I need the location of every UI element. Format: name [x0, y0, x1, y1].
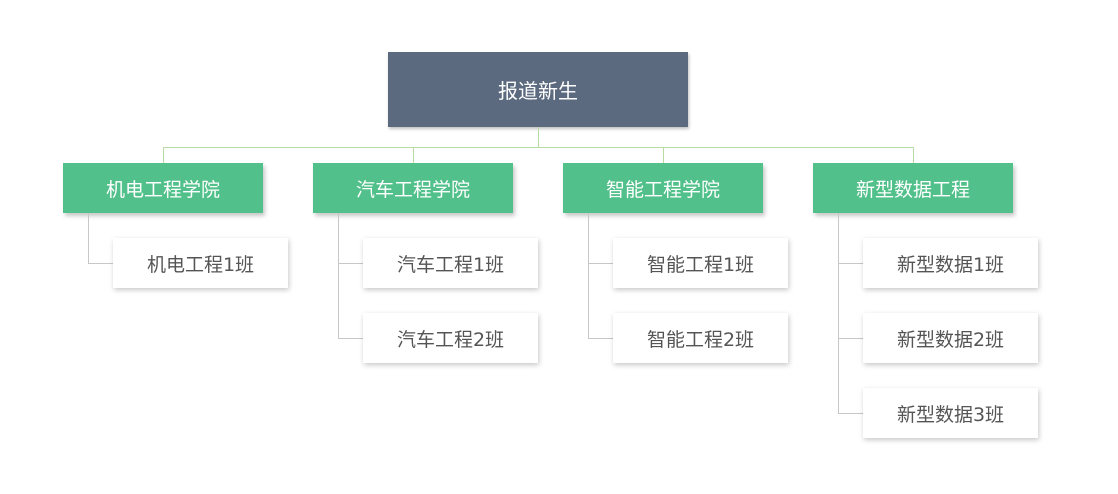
class-node-new-data-1: 新型数据1班 — [863, 238, 1038, 288]
connector-department-drop-2 — [413, 147, 414, 163]
branch-line-new-data-class-2 — [838, 338, 863, 339]
class-node-new-data-3: 新型数据3班 — [863, 388, 1038, 438]
department-node-mechatronics: 机电工程学院 — [63, 163, 263, 213]
branch-line-mechatronics-class-1 — [88, 263, 113, 264]
class-node-new-data-2: 新型数据2班 — [863, 313, 1038, 363]
class-node-intelligent-2: 智能工程2班 — [613, 313, 788, 363]
department-node-automotive: 汽车工程学院 — [313, 163, 513, 213]
connector-department-horizontal — [163, 147, 913, 148]
branch-line-intelligent-vertical — [588, 213, 589, 338]
branch-line-new-data-class-3 — [838, 413, 863, 414]
branch-line-new-data-class-1 — [838, 263, 863, 264]
branch-line-automotive-vertical — [338, 213, 339, 338]
connector-department-drop-1 — [163, 147, 164, 163]
department-node-new-data: 新型数据工程 — [813, 163, 1013, 213]
branch-line-intelligent-class-2 — [588, 338, 613, 339]
branch-line-intelligent-class-1 — [588, 263, 613, 264]
connector-root-vertical — [538, 127, 539, 147]
root-node: 报道新生 — [388, 52, 688, 127]
class-node-mechatronics-1: 机电工程1班 — [113, 238, 288, 288]
class-node-automotive-1: 汽车工程1班 — [363, 238, 538, 288]
branch-line-automotive-class-1 — [338, 263, 363, 264]
branch-line-mechatronics-vertical — [88, 213, 89, 263]
class-node-intelligent-1: 智能工程1班 — [613, 238, 788, 288]
department-node-intelligent: 智能工程学院 — [563, 163, 763, 213]
connector-department-drop-3 — [663, 147, 664, 163]
class-node-automotive-2: 汽车工程2班 — [363, 313, 538, 363]
connector-department-drop-4 — [913, 147, 914, 163]
branch-line-new-data-vertical — [838, 213, 839, 413]
branch-line-automotive-class-2 — [338, 338, 363, 339]
